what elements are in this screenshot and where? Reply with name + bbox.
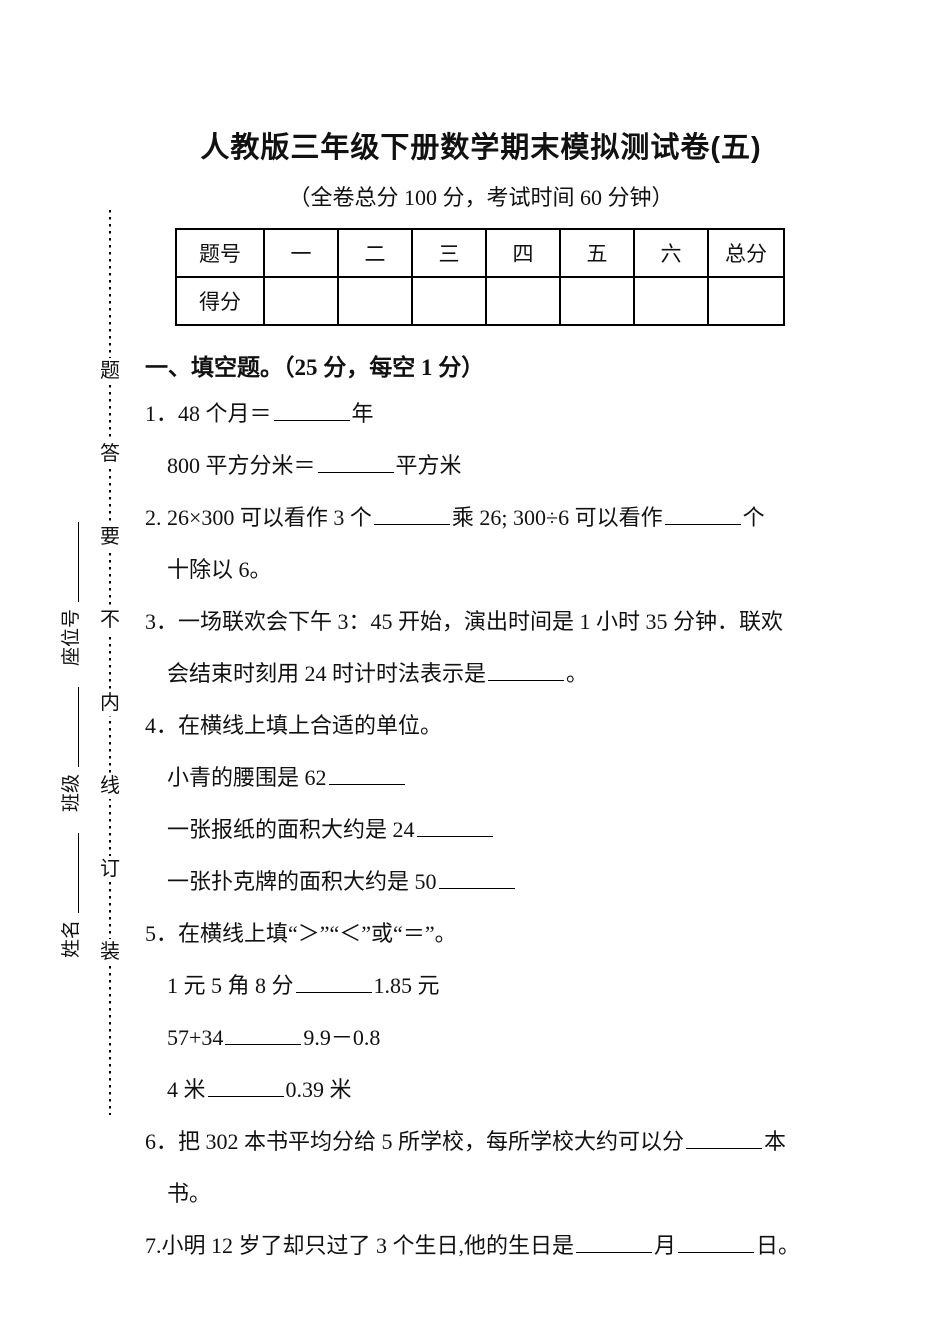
table-header-cell: 一 — [263, 228, 339, 278]
binding-char: 内 — [99, 690, 121, 716]
binding-char: 题 — [99, 358, 121, 384]
answer-blank[interactable] — [664, 503, 741, 525]
question-line: 小青的腰围是 62 — [145, 752, 817, 804]
table-header-cell: 五 — [559, 228, 635, 278]
answer-blank[interactable] — [438, 867, 515, 889]
binding-char: 装 — [99, 939, 121, 965]
class-label: 班级 — [61, 773, 82, 812]
page-subtitle: （全卷总分 100 分，考试时间 60 分钟） — [288, 185, 674, 210]
answer-blank[interactable] — [416, 815, 493, 837]
questions: 1．48 个月＝年 800 平方分米＝平方米 2. 26×300 可以看作 3 个乘… — [145, 388, 817, 1272]
question-line: 5．在横线上填“＞”“＜”或“＝”。 — [145, 921, 457, 946]
student-info-labels: 姓名 班级 座位号 — [56, 478, 83, 958]
answer-blank[interactable] — [678, 1231, 755, 1253]
score-input-cell[interactable] — [263, 276, 339, 326]
seat-blank-line[interactable] — [60, 521, 79, 602]
question-line: 1．48 个月＝年 — [145, 399, 374, 426]
table-header-cell: 三 — [411, 228, 487, 278]
answer-blank[interactable] — [373, 503, 450, 525]
name-blank-line[interactable] — [60, 832, 79, 913]
binding-char: 订 — [99, 856, 121, 882]
question-line: 3．一场联欢会下午 3：45 开始，演出时间是 1 小时 35 分钟．联欢 — [145, 609, 784, 634]
answer-blank[interactable] — [317, 451, 394, 473]
binding-char: 答 — [99, 441, 121, 467]
answer-blank[interactable] — [295, 971, 372, 993]
score-input-cell[interactable] — [707, 276, 785, 326]
table-header-cell: 六 — [633, 228, 709, 278]
answer-blank[interactable] — [686, 1127, 763, 1149]
score-input-cell[interactable] — [337, 276, 413, 326]
score-input-cell[interactable] — [485, 276, 561, 326]
question-line: 会结束时刻用 24 时计时法表示是。 — [167, 659, 589, 686]
table-label-cell: 得分 — [175, 276, 265, 326]
answer-blank[interactable] — [328, 763, 405, 785]
question-line: 一张报纸的面积大约是 24 — [145, 804, 817, 856]
class-blank-line[interactable] — [60, 686, 79, 767]
question-line: 6．把 302 本书平均分给 5 所学校，每所学校大约可以分本 — [145, 1127, 787, 1154]
seat-label: 座位号 — [61, 608, 82, 666]
binding-char: 要 — [99, 524, 121, 550]
score-input-cell[interactable] — [411, 276, 487, 326]
table-header-cell: 二 — [337, 228, 413, 278]
table-header-cell: 总分 — [707, 228, 785, 278]
answer-blank[interactable] — [207, 1075, 284, 1097]
question-line: 2. 26×300 可以看作 3 个乘 26; 300÷6 可以看作个 — [145, 503, 765, 530]
table-label-cell: 题号 — [175, 228, 265, 278]
score-table-score-row: 得分 — [175, 276, 785, 326]
answer-blank[interactable] — [273, 399, 350, 421]
main-content: 人教版三年级下册数学期末模拟测试卷(五) （全卷总分 100 分，考试时间 60… — [145, 0, 817, 1272]
table-header-cell: 四 — [485, 228, 561, 278]
name-label: 姓名 — [61, 919, 82, 958]
binding-char: 线 — [99, 773, 121, 799]
answer-blank[interactable] — [576, 1231, 653, 1253]
binding-char: 不 — [99, 607, 121, 633]
question-line: 4．在横线上填上合适的单位。 — [145, 713, 443, 738]
score-table-header-row: 题号一二三四五六总分 — [175, 228, 785, 278]
question-line: 800 平方分米＝平方米 — [167, 451, 462, 478]
answer-blank[interactable] — [488, 659, 565, 681]
question-line: 7.小明 12 岁了却只过了 3 个生日,他的生日是月日。 — [145, 1231, 801, 1258]
page-title: 人教版三年级下册数学期末模拟测试卷(五) — [200, 132, 762, 164]
question-line: 十除以 6。 — [167, 557, 272, 582]
binding-dotted-line — [109, 210, 111, 1115]
answer-blank[interactable] — [225, 1023, 302, 1045]
score-table: 题号一二三四五六总分 得分 — [175, 228, 785, 326]
score-input-cell[interactable] — [633, 276, 709, 326]
question-line: 书。 — [167, 1181, 212, 1206]
section-heading: 一、填空题。（25 分，每空 1 分） — [145, 355, 485, 380]
score-input-cell[interactable] — [559, 276, 635, 326]
question-line: 一张扑克牌的面积大约是 50 — [145, 856, 817, 908]
